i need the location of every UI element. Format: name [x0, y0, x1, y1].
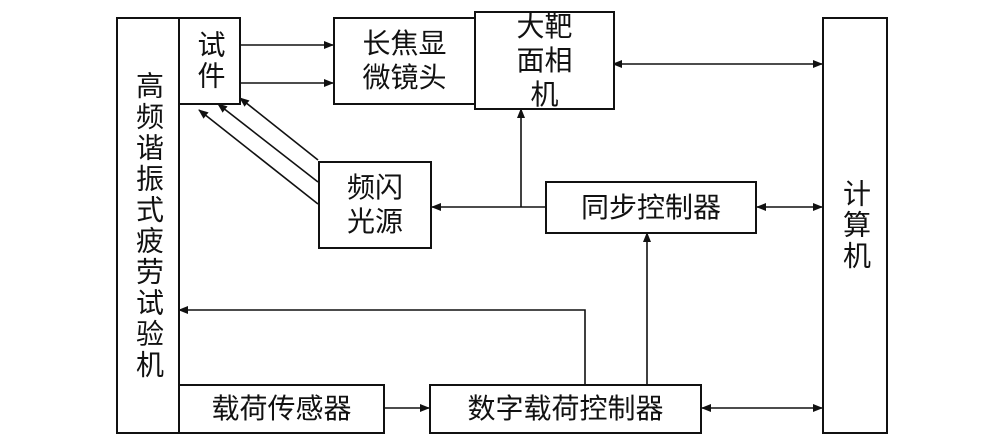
- load-sensor-label: 载荷传感器: [211, 392, 352, 425]
- camera-box: 大靶面相机: [474, 9, 615, 111]
- load-sensor-box: 载荷传感器: [178, 384, 385, 434]
- load-controller-label: 数字载荷控制器: [467, 392, 664, 425]
- strobe-light-label: 频闪光源: [346, 171, 403, 238]
- arrow-loadctrl-to-machine: [178, 306, 586, 385]
- sync-controller-label: 同步控制器: [580, 190, 721, 224]
- arrow-strobe-to-specimen-2: [217, 103, 319, 183]
- microscope-lens-label: 长焦显微镜头: [362, 27, 447, 94]
- microscope-lens-box: 长焦显微镜头: [333, 17, 476, 105]
- computer-box: 计算机: [822, 17, 888, 434]
- sync-controller-box: 同步控制器: [545, 181, 757, 234]
- arrow-strobe-to-specimen-1: [239, 97, 319, 161]
- fatigue-machine-label: 高频谐振式疲劳试验机: [132, 70, 165, 381]
- computer-label: 计算机: [839, 179, 872, 272]
- load-controller-box: 数字载荷控制器: [429, 384, 702, 434]
- strobe-light-box: 频闪光源: [318, 161, 432, 249]
- arrow-strobe-to-specimen-3: [198, 109, 319, 205]
- specimen-label: 试件: [193, 30, 227, 92]
- specimen-box: 试件: [178, 17, 241, 105]
- camera-label: 大靶面相机: [516, 9, 573, 111]
- fatigue-machine-box: 高频谐振式疲劳试验机: [116, 17, 180, 434]
